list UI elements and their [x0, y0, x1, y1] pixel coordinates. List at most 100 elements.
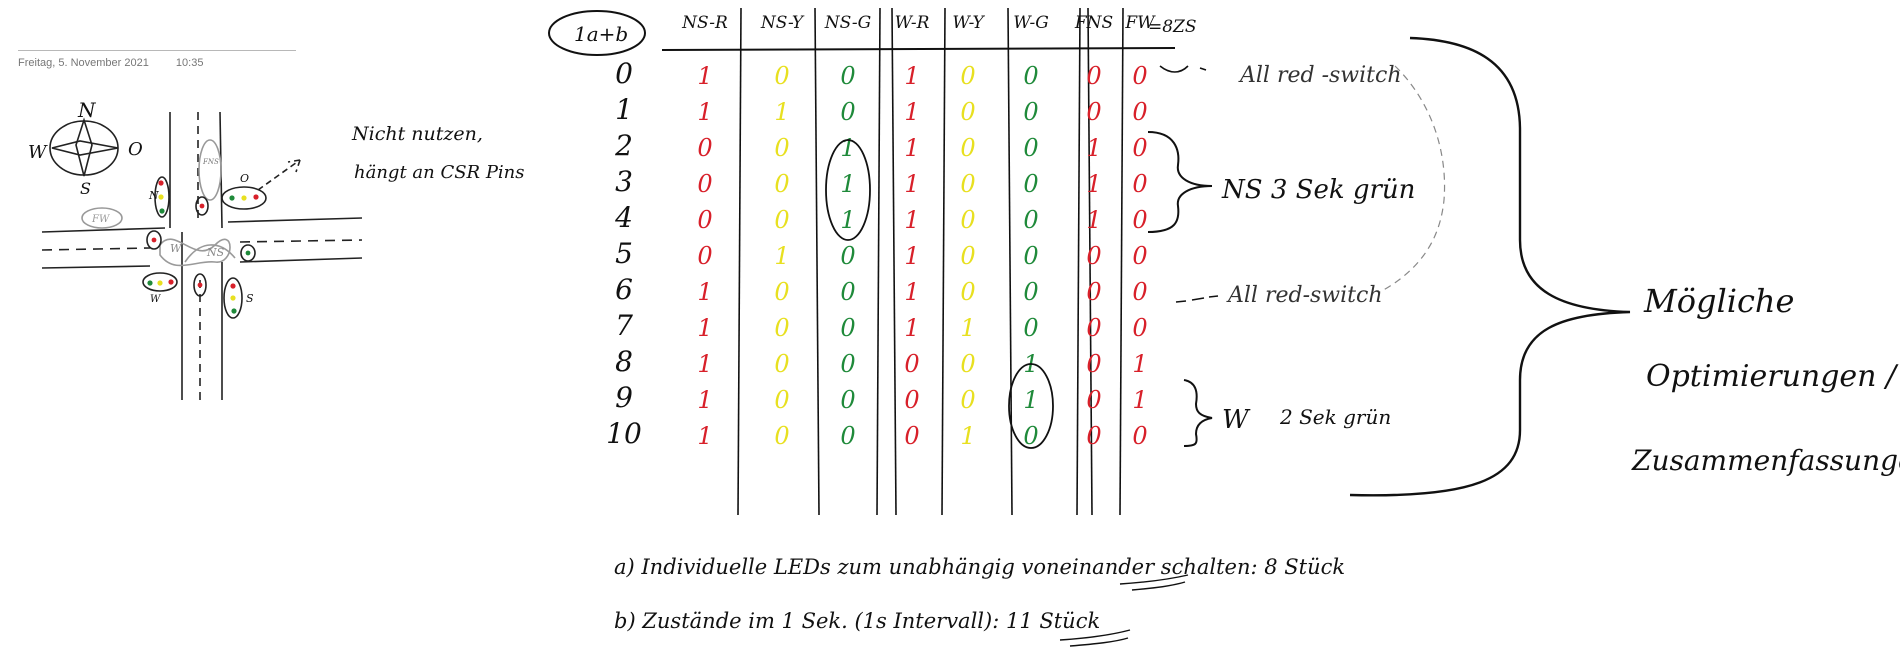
table-cell: 0 [904, 422, 919, 450]
table-cell: 0 [1086, 314, 1101, 342]
column-header: W-R [895, 13, 930, 33]
lane-label-w: W [170, 242, 183, 255]
column-header: FW [1124, 13, 1156, 33]
table-cell: 0 [1086, 386, 1101, 414]
table-cell: 0 [1023, 278, 1038, 306]
table-cell: 1 [697, 422, 712, 450]
table-cell: 0 [697, 242, 712, 270]
table-cell: 1 [960, 314, 975, 342]
fns-crossing [198, 139, 222, 201]
table-cell: 0 [774, 134, 789, 162]
light-label-o: O [240, 172, 249, 185]
table-cell: 1 [697, 314, 712, 342]
w-green-highlight [1008, 363, 1054, 449]
table-cell: 0 [1023, 206, 1038, 234]
table-cell: 1 [904, 314, 919, 342]
table-cell: 0 [1023, 314, 1038, 342]
table-cell: 1 [1132, 350, 1147, 378]
compass-w: W [28, 142, 48, 163]
summary-line-3: Zusammenfassungen! [1631, 444, 1900, 477]
table-cell: 0 [774, 206, 789, 234]
table-cell: 0 [1023, 170, 1038, 198]
table-cell: 1 [960, 422, 975, 450]
table-cell: 0 [697, 206, 712, 234]
column-divider [814, 7, 820, 516]
table-cell: 1 [840, 134, 855, 162]
table-cell: 1 [904, 206, 919, 234]
summary-brace [1349, 36, 1631, 497]
row-label: 1 [615, 93, 633, 126]
column-divider [1007, 7, 1013, 516]
header-rule [18, 50, 296, 51]
table-cell: 0 [960, 350, 975, 378]
w-brace [1183, 379, 1213, 447]
table-cell: 0 [1086, 242, 1101, 270]
table-cell: 0 [960, 242, 975, 270]
dashed-connector [1379, 65, 1446, 293]
compass-n: N [77, 98, 97, 122]
note-b: b) Zustände im 1 Sek. (1s Intervall): 11… [614, 609, 1100, 633]
table-cell: 0 [1023, 134, 1038, 162]
table-cell: 0 [840, 386, 855, 414]
table-cell: 1 [904, 98, 919, 126]
light-w [142, 272, 178, 292]
row-label: 10 [606, 417, 642, 450]
table-cell: 0 [840, 242, 855, 270]
row-label: 2 [614, 129, 633, 162]
column-dividers [737, 7, 1124, 516]
all-red-dashes-2 [1175, 295, 1219, 303]
table-cell: 1 [904, 242, 919, 270]
row-label: 7 [615, 309, 633, 342]
table-cell: 1 [1132, 386, 1147, 414]
table-cell: 0 [840, 98, 855, 126]
light-o [221, 186, 267, 210]
table-cell: 1 [697, 62, 712, 90]
all-red-label-1: All red -switch [1238, 63, 1402, 88]
table-cell: 0 [1132, 134, 1147, 162]
table-cell: 1 [697, 350, 712, 378]
table-cell: 0 [1023, 62, 1038, 90]
note-header: Freitag, 5. November 2021 10:35 [18, 50, 296, 69]
table-cell: 0 [774, 422, 789, 450]
annotation-line-2: hängt an CSR Pins [354, 162, 525, 183]
table-cell: 0 [1132, 170, 1147, 198]
table-cell: 0 [904, 386, 919, 414]
table-cell: 0 [1132, 206, 1147, 234]
table-cell: 1 [697, 278, 712, 306]
table-cell: 0 [774, 278, 789, 306]
table-cell: 0 [840, 62, 855, 90]
summary-line-1: Mögliche [1643, 282, 1794, 320]
light-label-w: W [150, 294, 161, 305]
fns-label: FNS [202, 158, 219, 166]
table-cell: 0 [960, 62, 975, 90]
column-header: W-G [1013, 13, 1049, 33]
table-cell: 1 [697, 98, 712, 126]
ns-green-label: NS 3 Sek grün [1221, 175, 1415, 205]
w-green-secs: 2 Sek grün [1279, 405, 1391, 429]
table-cell: 0 [1023, 98, 1038, 126]
table-cell: 0 [1132, 422, 1147, 450]
annotation-line-1: Nicht nutzen, [351, 123, 483, 145]
table-cell: 0 [774, 170, 789, 198]
table-cell: 0 [960, 206, 975, 234]
table-cell: 0 [840, 350, 855, 378]
table-cell: 0 [960, 278, 975, 306]
note-a: a) Individuelle LEDs zum unabhängig vone… [614, 555, 1345, 579]
column-divider [891, 7, 897, 516]
table-cell: 0 [960, 386, 975, 414]
fw-label: FW [91, 214, 110, 225]
column-header: NS-Y [760, 13, 805, 33]
table-cell: 1 [774, 98, 789, 126]
row-label: 4 [614, 201, 633, 234]
table-cell: 0 [697, 170, 712, 198]
table-cell: 0 [1132, 242, 1147, 270]
compass-o: O [128, 139, 143, 160]
traffic-lights [142, 176, 267, 319]
column-divider [1087, 7, 1093, 516]
column-divider [1076, 7, 1081, 516]
table-cell: 0 [904, 350, 919, 378]
table-cell: 0 [1132, 98, 1147, 126]
column-header: W-Y [952, 13, 985, 33]
all-red-dots-1 [1159, 65, 1207, 73]
